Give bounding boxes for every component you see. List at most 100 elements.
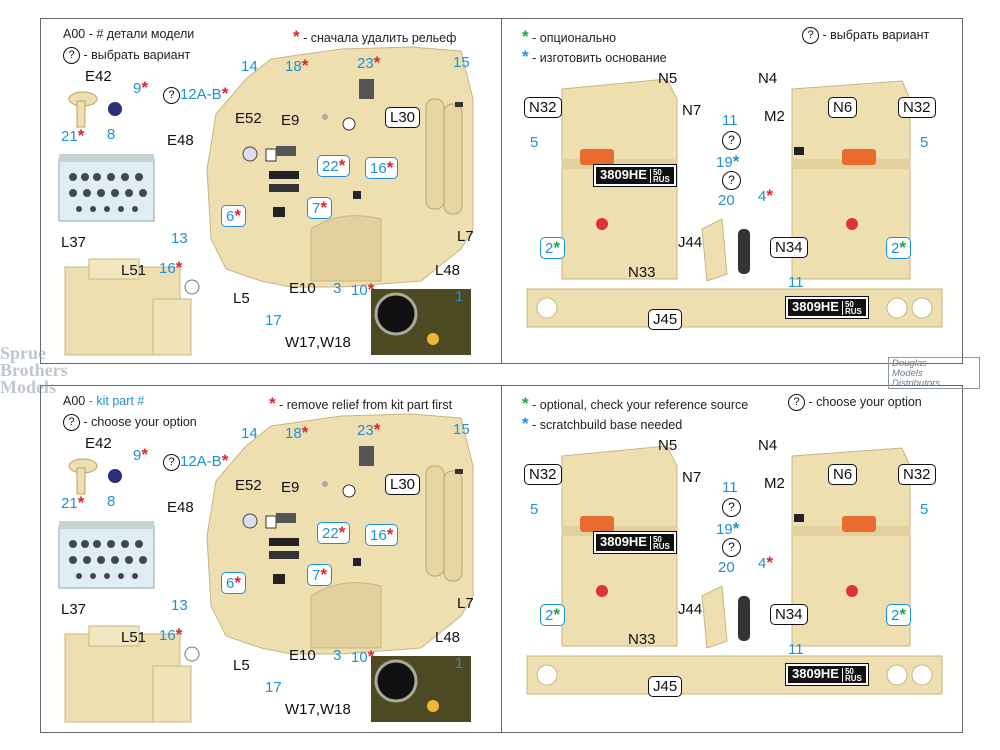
num-10: 10	[351, 649, 368, 666]
scratchbuild-text: - scratchbuild base needed	[532, 418, 683, 432]
legend-remove-relief: * - remove relief from kit part first	[269, 394, 452, 414]
green-star-icon: *	[899, 238, 906, 257]
green-star-icon: *	[553, 238, 560, 257]
plate-number: 3809	[792, 666, 821, 681]
label-3: 3	[333, 647, 342, 664]
red-star-icon: *	[141, 78, 148, 97]
red-star-icon: *	[221, 451, 229, 470]
label-10: 10*	[351, 281, 374, 298]
red-star-icon: *	[373, 420, 381, 439]
label-l5: L5	[233, 290, 250, 307]
red-star-icon: *	[386, 158, 394, 177]
label-e42: E42	[85, 435, 112, 452]
label-n32-right: N32	[898, 464, 936, 485]
red-star-icon: *	[320, 198, 327, 217]
label-e48: E48	[167, 499, 194, 516]
question-icon: ?	[163, 453, 180, 471]
label-3: 3	[333, 280, 342, 297]
blue-star-icon: *	[732, 152, 740, 171]
label-20: 20	[718, 559, 735, 576]
question-icon: ?	[163, 86, 180, 104]
label-e52: E52	[235, 110, 262, 127]
legend-optional: * - optional, check your reference sourc…	[522, 394, 748, 414]
plate-region: 50	[652, 167, 662, 177]
plate-country: RUS	[652, 174, 670, 184]
label-15: 15	[453, 421, 470, 438]
label-n6: N6	[828, 97, 858, 118]
red-star-icon: *	[338, 156, 346, 175]
label-w17-w18: W17,W18	[285, 701, 351, 718]
label-l5: L5	[233, 657, 250, 674]
label-4: 4*	[758, 187, 773, 204]
kit-part-text: - kit part #	[88, 394, 145, 408]
label-2-right: 2*	[886, 604, 911, 626]
watermark-line: Brothers	[0, 360, 68, 380]
label-n34: N34	[770, 604, 808, 625]
num-21: 21	[61, 128, 78, 145]
plate-number: 3809	[600, 167, 629, 182]
green-star-icon: *	[522, 394, 529, 413]
green-star-icon: *	[899, 605, 906, 624]
label-18: 18*	[285, 424, 308, 441]
plate-suffix: НЕ	[820, 666, 839, 681]
choose-text: - choose your option	[83, 414, 197, 429]
label-n32: N32	[524, 464, 562, 485]
label-e48: E48	[167, 132, 194, 149]
label-l48: L48	[435, 629, 461, 646]
label-16b: 16*	[159, 626, 182, 643]
label-n34: N34	[770, 237, 808, 258]
num-2: 2	[545, 240, 554, 257]
label-j44: J44	[678, 601, 703, 618]
label-14: 14	[241, 425, 258, 442]
kit-part-text: - # детали модели	[88, 27, 195, 41]
question-icon: ?	[722, 131, 741, 150]
label-11-bumper: 11	[788, 274, 804, 291]
optional-text: - опционально	[532, 31, 617, 45]
legend-choose-right: ? - выбрать вариант	[802, 27, 929, 44]
label-23: 23*	[357, 54, 380, 71]
label-5-right: 5	[920, 501, 929, 518]
label-e9: E9	[281, 479, 300, 496]
red-star-icon: *	[175, 625, 183, 644]
label-n33: N33	[628, 631, 656, 648]
label-17: 17	[265, 312, 282, 329]
red-star-icon: *	[77, 493, 85, 512]
red-star-icon: *	[269, 394, 276, 413]
instruction-panel-ru-trailer: * - опционально * - изготовить основание…	[501, 18, 963, 364]
question-icon: ?	[802, 27, 819, 44]
label-n6: N6	[828, 464, 858, 485]
label-8: 8	[107, 493, 116, 510]
label-e10: E10	[289, 647, 316, 664]
num-23: 23	[357, 55, 374, 72]
num-2: 2	[545, 607, 554, 624]
label-20: 20	[718, 192, 735, 209]
instruction-panel-en-cockpit: A00 - kit part # ? - choose your option …	[40, 385, 503, 733]
num-23: 23	[357, 422, 374, 439]
label-16a: 16*	[365, 157, 399, 179]
legend-kit-part: A00 - kit part #	[63, 394, 144, 408]
red-star-icon: *	[301, 56, 309, 75]
label-14: 14	[241, 58, 258, 75]
legend-remove-relief: * - сначала удалить рельеф	[293, 27, 456, 47]
plate-suffix: НЕ	[628, 167, 647, 182]
red-star-icon: *	[766, 186, 773, 205]
label-m2: M2	[764, 475, 785, 492]
legend-optional: * - опционально	[522, 27, 616, 47]
legend-choose: ? - выбрать вариант	[63, 47, 190, 64]
label-l7: L7	[457, 595, 474, 612]
label-1: 1	[455, 655, 464, 672]
num-7: 7	[312, 567, 321, 584]
label-9: 9*	[133, 446, 148, 463]
red-star-icon: *	[234, 206, 241, 225]
label-n7: N7	[682, 469, 702, 486]
plate-country: RUS	[652, 541, 670, 551]
label-2: 2*	[540, 604, 565, 626]
label-n32-right: N32	[898, 97, 936, 118]
red-star-icon: *	[367, 280, 375, 299]
label-n5: N5	[658, 70, 678, 87]
label-16a: 16*	[365, 524, 399, 546]
